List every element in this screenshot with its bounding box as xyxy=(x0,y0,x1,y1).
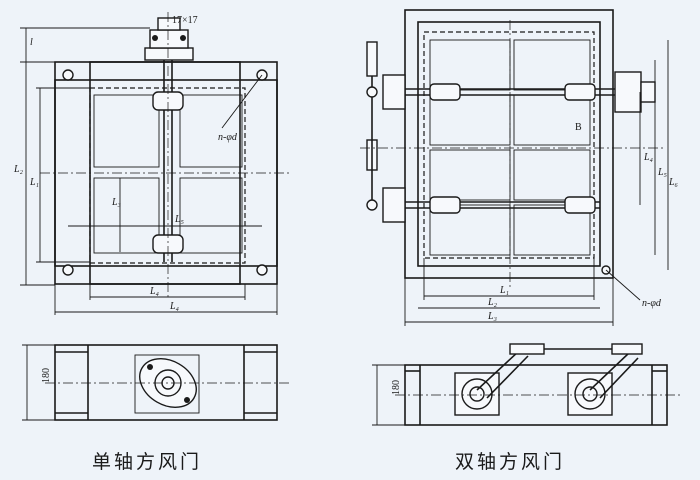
single-shaft-head xyxy=(157,17,181,31)
single-side-frame xyxy=(54,344,278,421)
double-linkage-top xyxy=(366,41,378,77)
label-double-L4: L₄ xyxy=(643,152,654,163)
double-damper-side-view: 180 xyxy=(372,343,680,426)
double-damper-front-view: B L₁ L₂ L₃ L₄ L₅ L₆ n-φd xyxy=(360,9,679,326)
label-double-L1: L₁ xyxy=(499,285,509,296)
double-crank-right xyxy=(589,351,631,391)
double-crank-left xyxy=(476,349,521,391)
single-blade-bottom-right xyxy=(179,177,243,254)
caption-single-shaft-damper: 单轴方风门 xyxy=(92,451,203,473)
single-actuator-base xyxy=(144,47,194,61)
label-double-L5: L₅ xyxy=(657,167,668,178)
single-bolt-hole xyxy=(62,264,74,276)
double-frame-inner xyxy=(417,21,601,267)
single-side-plate xyxy=(134,354,200,414)
double-tie-rod-end xyxy=(509,343,545,355)
single-blade-top-right xyxy=(179,94,243,168)
single-blade-top-left xyxy=(93,94,160,168)
label-l: l xyxy=(30,37,33,48)
single-opening-dashed xyxy=(89,87,246,264)
label-L2: L₂ xyxy=(13,164,24,175)
label-L4: L₄ xyxy=(149,286,160,297)
single-bolt-hole xyxy=(256,264,268,276)
label-nphid: n-φd xyxy=(218,132,238,143)
caption-double-shaft-damper: 双轴方风门 xyxy=(455,451,566,473)
single-damper-side-view: 180 xyxy=(22,344,290,421)
double-blade-4 xyxy=(429,204,511,256)
label-double-L6: L₆ xyxy=(668,177,679,188)
double-actuator xyxy=(614,71,642,113)
label-double-L2: L₂ xyxy=(487,297,498,308)
label-L4b: L₄ xyxy=(169,301,180,312)
double-blade-3 xyxy=(429,149,511,201)
double-blade-1 xyxy=(429,39,511,91)
single-bolt-hole xyxy=(62,69,74,81)
double-outer-flange xyxy=(404,9,614,279)
label-double-L3: L₃ xyxy=(487,311,498,322)
label-L1: L₁ xyxy=(29,177,39,188)
double-bearing-lower xyxy=(382,187,406,223)
double-blade-2 xyxy=(429,94,511,146)
label-double-nphid: n-φd xyxy=(642,298,662,309)
single-blade-bottom-left xyxy=(93,177,160,254)
label-single-180: 180 xyxy=(41,368,52,383)
double-bearing-upper xyxy=(382,74,406,110)
label-L3: L₃ xyxy=(111,197,122,208)
label-B: B xyxy=(575,122,582,133)
label-L5: L₅ xyxy=(174,214,185,225)
single-damper-front-view: 17×17 l L₂ L₁ L₃ L₅ L₄ L₄ n-φd xyxy=(13,12,290,315)
label-double-180: 180 xyxy=(391,380,402,395)
label-shaft-size: 17×17 xyxy=(172,15,198,26)
double-opening-dashed xyxy=(423,31,595,259)
